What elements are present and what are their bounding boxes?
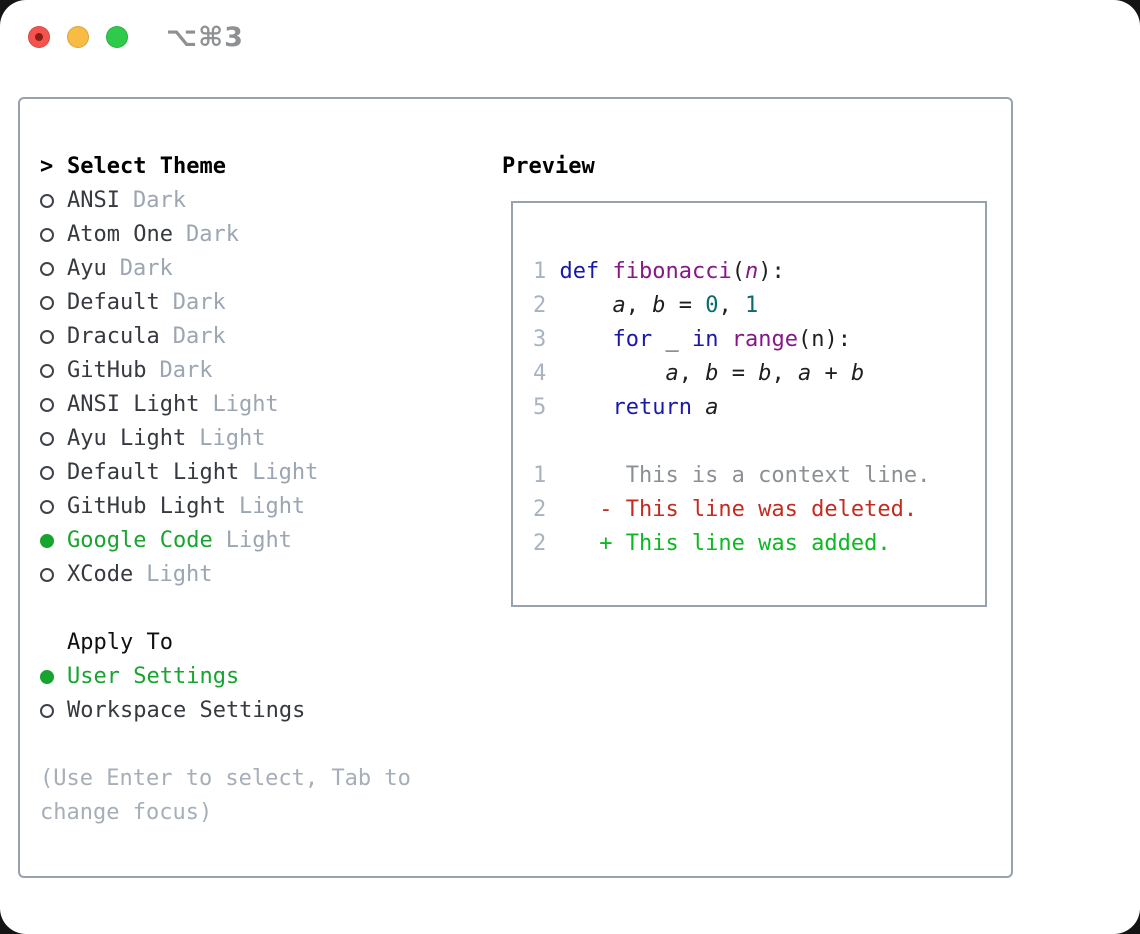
select-theme-title: Select Theme [67,154,226,179]
titlebar: ⌥⌘3 [0,0,1140,97]
line-number: 2 [533,497,547,522]
theme-variant-tag: Light [252,460,319,485]
prompt-caret: > [40,154,54,179]
theme-variant-tag: Dark [119,256,173,281]
apply-to-title: Apply To [67,630,173,655]
apply-option-label: User Settings [67,664,240,689]
theme-variant-tag: Dark [172,290,226,315]
line-number: 4 [533,361,547,386]
radio-icon [40,262,67,276]
diff-block: 1 This is a context line.2 - This line w… [533,459,985,561]
theme-option-label: Default Light [67,460,240,485]
radio-icon [40,296,67,310]
theme-option-dracula[interactable]: Dracula Dark [40,320,442,354]
radio-icon [40,398,67,412]
theme-variant-tag: Light [199,426,266,451]
theme-option-label: GitHub Light [67,494,226,519]
diff-line-added: 2 + This line was added. [533,527,985,561]
theme-option-label: Google Code [67,528,213,553]
theme-variant-tag: Light [212,392,279,417]
theme-option-label: ANSI [67,188,120,213]
radio-icon [40,466,67,480]
theme-variant-tag: Light [225,528,292,553]
minimize-button[interactable] [67,26,89,48]
line-number: 1 [533,463,547,488]
theme-option-github-light[interactable]: GitHub Light Light [40,490,442,524]
theme-option-label: Default [67,290,160,315]
code-line: 3 for _ in range(n): [533,323,985,357]
spacer [40,592,442,626]
select-theme-header: > Select Theme [40,150,442,184]
line-number: 1 [533,259,547,284]
radio-icon [40,704,67,718]
close-button[interactable] [28,26,50,48]
radio-icon [40,330,67,344]
apply-option-label: Workspace Settings [67,698,306,723]
window-shortcut-title: ⌥⌘3 [166,22,244,53]
apply-to-header: Apply To [40,626,442,660]
theme-option-default[interactable]: Default Dark [40,286,442,320]
radio-icon [40,432,67,446]
radio-icon [40,500,67,514]
code-line: 2 a, b = 0, 1 [533,289,985,323]
theme-variant-tag: Dark [159,358,213,383]
theme-option-label: Dracula [67,324,160,349]
theme-option-label: ANSI Light [67,392,200,417]
theme-option-label: GitHub [67,358,147,383]
theme-variant-tag: Dark [185,222,239,247]
radio-icon [40,194,67,208]
line-number: 2 [533,293,547,318]
radio-icon [40,568,67,582]
theme-option-default-light[interactable]: Default Light Light [40,456,442,490]
theme-option-label: Ayu Light [67,426,187,451]
apply-option-workspace-settings[interactable]: Workspace Settings [40,694,442,728]
theme-option-ansi-light[interactable]: ANSI Light Light [40,388,442,422]
theme-variant-tag: Light [238,494,306,519]
selected-radio-icon [40,670,67,684]
diff-line-deleted: 2 - This line was deleted. [533,493,985,527]
apply-option-user-settings[interactable]: User Settings [40,660,442,694]
zoom-button[interactable] [106,26,128,48]
theme-option-xcode[interactable]: XCode Light [40,558,442,592]
line-number: 2 [533,531,547,556]
help-text: (Use Enter to select, Tab to change focu… [40,766,411,825]
theme-option-label: XCode [67,562,134,587]
radio-icon [40,364,67,378]
line-number: 5 [533,395,547,420]
code-line: 4 a, b = b, a + b [533,357,985,391]
preview-title: Preview [502,154,595,179]
theme-option-atom-one[interactable]: Atom One Dark [40,218,442,252]
theme-variant-tag: Light [146,562,213,587]
theme-option-label: Ayu [67,256,107,281]
theme-option-github[interactable]: GitHub Dark [40,354,442,388]
theme-variant-tag: Dark [132,188,186,213]
theme-variant-tag: Dark [172,324,226,349]
theme-option-ansi[interactable]: ANSI Dark [40,184,442,218]
code-line: 5 return a [533,391,985,425]
theme-option-label: Atom One [67,222,173,247]
theme-option-ayu[interactable]: Ayu Dark [40,252,442,286]
theme-option-ayu-light[interactable]: Ayu Light Light [40,422,442,456]
line-number: 3 [533,327,547,352]
selected-radio-icon [40,534,67,548]
radio-icon [40,228,67,242]
diff-line-context: 1 This is a context line. [533,459,985,493]
theme-option-google-code[interactable]: Google Code Light [40,524,442,558]
